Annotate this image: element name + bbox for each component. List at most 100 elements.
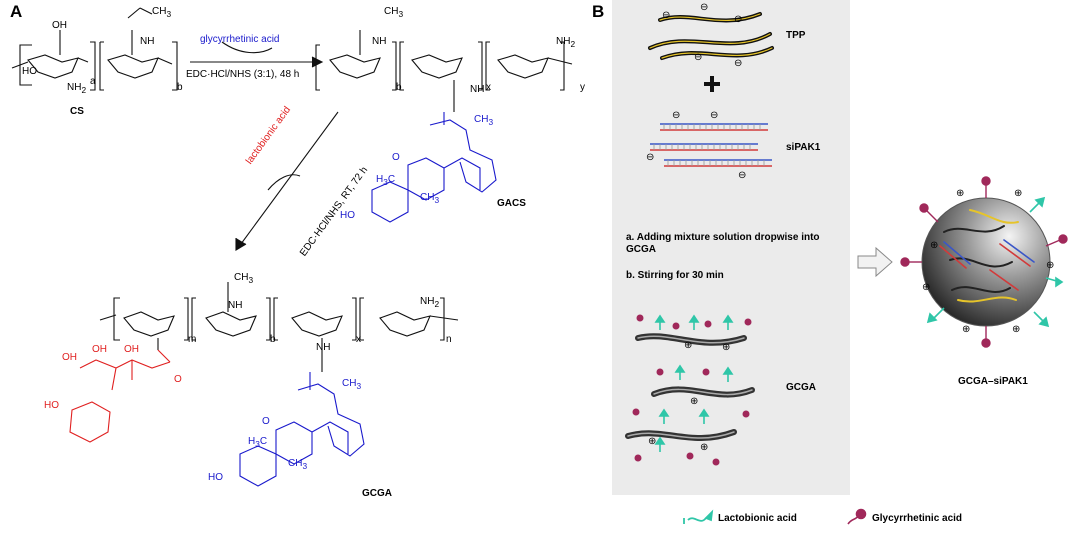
panel-label-a: A bbox=[10, 2, 23, 21]
gcga-ring-3 bbox=[291, 311, 343, 337]
gacs-ch3-label: CH3 bbox=[384, 6, 404, 19]
arrow-diagonal-curl bbox=[267, 174, 301, 191]
np-sirna-blue bbox=[943, 241, 971, 265]
la-arrow bbox=[688, 314, 700, 330]
reagent-glycyrrhetinic-label: glycyrrhetinic acid bbox=[200, 34, 280, 45]
la-arrow bbox=[722, 366, 734, 382]
np-ga-stem bbox=[925, 209, 939, 223]
gcga-ho-label: HO bbox=[208, 472, 223, 483]
gacs-nh2-label: NH2 bbox=[556, 36, 576, 49]
la-arrow bbox=[654, 314, 666, 330]
cs-link bbox=[157, 57, 173, 65]
lacto-o-label: O bbox=[174, 374, 182, 385]
gacs-triterpenoid-rings bbox=[371, 157, 481, 223]
arrow-diagonal-line bbox=[237, 111, 339, 249]
la-arrow bbox=[674, 364, 686, 380]
gcga-substituents bbox=[157, 282, 323, 372]
gcga-bracket-1 bbox=[99, 297, 120, 341]
gacs-sub-b: b bbox=[396, 82, 402, 93]
np-charge: ⊕ bbox=[1046, 260, 1055, 271]
np-strand bbox=[951, 286, 1011, 293]
arrow-top-head bbox=[311, 56, 324, 68]
gcga-triterpenoid-rings bbox=[239, 421, 349, 487]
gcga-sub-m: m bbox=[188, 334, 197, 345]
gacs-triterpenoid-upper bbox=[429, 112, 497, 193]
np-la-arrow bbox=[1029, 196, 1046, 213]
gacs-o-label: O bbox=[392, 152, 400, 163]
cs-ring-1 bbox=[27, 54, 79, 79]
cs-ring-2 bbox=[107, 54, 159, 79]
gacs-ch3-bottom-label: CH3 bbox=[420, 192, 440, 205]
gcga-h3c-label: H3C bbox=[248, 436, 268, 449]
gcga-triterpenoid-upper bbox=[297, 372, 365, 457]
ga-ball bbox=[656, 368, 664, 376]
tpp-label: TPP bbox=[786, 30, 806, 41]
cs-bracket-b-left bbox=[99, 41, 104, 91]
gcga-b-label: GCGA bbox=[786, 382, 816, 393]
gacs-h3c-label: H3C bbox=[376, 174, 396, 187]
np-sirna-blue bbox=[1003, 239, 1035, 263]
lacto-oh-label-3: OH bbox=[124, 344, 139, 355]
legend-la-tail bbox=[687, 517, 707, 522]
np-charge: ⊕ bbox=[930, 240, 939, 251]
cs-sub-b: b bbox=[177, 82, 183, 93]
np-charge: ⊕ bbox=[956, 188, 965, 199]
cs-sub-a: a bbox=[90, 76, 96, 87]
cs-nh2-label: NH2 bbox=[67, 82, 87, 95]
cs-substituents bbox=[59, 7, 153, 55]
gcga-ring-2 bbox=[205, 311, 257, 337]
plus-sign bbox=[704, 76, 720, 92]
compound-gacs-label: GACS bbox=[497, 198, 526, 209]
gcga-charge: ⊕ bbox=[690, 396, 699, 407]
legend-ga-ball bbox=[855, 508, 867, 520]
np-ga-ball bbox=[1058, 234, 1068, 244]
tpp-charge: ⊖ bbox=[734, 58, 743, 69]
gcga-nh-link-label: NH bbox=[316, 342, 331, 353]
gacs-ho-label: HO bbox=[340, 210, 355, 221]
product-arrow bbox=[857, 246, 893, 278]
gacs-bracket-4 bbox=[547, 41, 573, 91]
sirna-2-rungs bbox=[653, 144, 751, 150]
np-ga-ball bbox=[981, 176, 991, 186]
cs-bracket-left bbox=[11, 44, 32, 86]
gacs-ring-1 bbox=[329, 54, 381, 79]
np-sirna-red bbox=[999, 243, 1031, 267]
ga-ball bbox=[686, 452, 694, 460]
gcga-bracket-3 bbox=[266, 297, 278, 341]
gacs-bracket-2 bbox=[392, 41, 404, 91]
gacs-ring-3 bbox=[497, 54, 549, 79]
gacs-sub-y: y bbox=[580, 82, 585, 93]
tpp-charge: ⊖ bbox=[700, 2, 709, 13]
sirna-charge: ⊖ bbox=[672, 110, 681, 121]
ga-ball bbox=[742, 410, 750, 418]
ga-ball bbox=[632, 408, 640, 416]
gacs-ch3-tri-label: CH3 bbox=[474, 114, 494, 127]
gcga-sub-n: n bbox=[446, 334, 452, 345]
gcga-strand-2-sheen bbox=[653, 388, 753, 396]
legend-lactobionic-label: Lactobionic acid bbox=[718, 513, 797, 524]
gcga-charge: ⊕ bbox=[648, 436, 657, 447]
cs-bracket-b-right bbox=[172, 41, 178, 91]
panel-label-b: B bbox=[592, 2, 605, 21]
sirna-charge: ⊖ bbox=[710, 110, 719, 121]
ga-ball bbox=[712, 458, 720, 466]
sipak1-label: siPAK1 bbox=[786, 142, 821, 153]
legend-ga-stem bbox=[847, 515, 859, 525]
np-ga-stem bbox=[1045, 239, 1061, 247]
gcga-o-label: O bbox=[262, 416, 270, 427]
gacs-ring-2 bbox=[411, 54, 463, 79]
np-charge: ⊕ bbox=[962, 324, 971, 335]
compound-gcga-label: GCGA bbox=[362, 488, 392, 499]
gacs-nh-label: NH bbox=[372, 36, 387, 47]
np-tpp bbox=[957, 296, 1017, 303]
gacs-bracket-1 bbox=[315, 44, 320, 91]
np-charge: ⊕ bbox=[1012, 324, 1021, 335]
np-strand bbox=[943, 225, 1005, 233]
gcga-charge: ⊕ bbox=[722, 342, 731, 353]
tpp-charge: ⊖ bbox=[734, 14, 743, 25]
ga-ball bbox=[744, 318, 752, 326]
np-la-arrow bbox=[926, 307, 945, 324]
np-sirna-red bbox=[989, 269, 1019, 291]
cs-ho-label: HO bbox=[22, 66, 37, 77]
